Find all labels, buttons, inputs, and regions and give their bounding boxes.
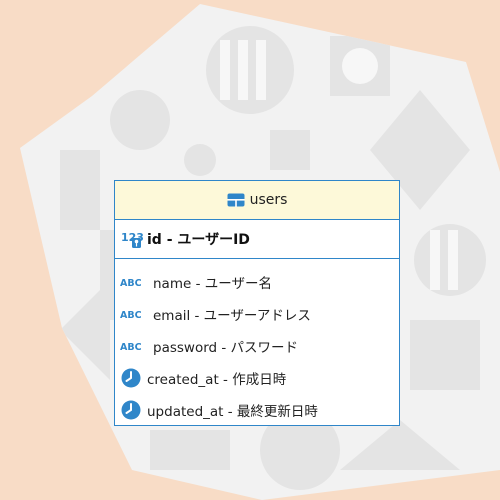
attribute-list: ABC name - ユーザー名 ABC email - ユーザーアドレス AB… [115, 259, 399, 426]
text-type-icon: ABC [120, 340, 148, 352]
attribute-label: name - ユーザー名 [153, 276, 272, 292]
attribute-row-email[interactable]: ABC email - ユーザーアドレス [115, 298, 399, 330]
number-key-icon: 123 [121, 229, 143, 249]
entity-header[interactable]: users [115, 181, 399, 220]
attribute-label: created_at - 作成日時 [147, 372, 287, 388]
entity-name: users [249, 192, 288, 208]
table-icon [227, 193, 245, 207]
text-type-icon: ABC [120, 276, 148, 288]
attribute-row-password[interactable]: ABC password - パスワード [115, 330, 399, 362]
clock-icon [120, 399, 142, 421]
clock-icon [120, 367, 142, 389]
attribute-label: updated_at - 最終更新日時 [147, 404, 318, 420]
text-type-icon: ABC [120, 308, 148, 320]
primary-key-label: id - ユーザーID [147, 232, 250, 248]
attribute-row-created-at[interactable]: created_at - 作成日時 [115, 362, 399, 394]
svg-text:ABC: ABC [120, 278, 142, 288]
primary-key-row[interactable]: 123 id - ユーザーID [115, 220, 399, 259]
users-entity[interactable]: users 123 id - ユーザーID ABC name - ユーザー名 A… [114, 180, 400, 426]
attribute-row-updated-at[interactable]: updated_at - 最終更新日時 [115, 394, 399, 426]
attribute-label: email - ユーザーアドレス [153, 308, 311, 324]
svg-text:ABC: ABC [120, 342, 142, 352]
svg-text:ABC: ABC [120, 310, 142, 320]
attribute-row-name[interactable]: ABC name - ユーザー名 [115, 266, 399, 298]
attribute-label: password - パスワード [153, 340, 299, 356]
